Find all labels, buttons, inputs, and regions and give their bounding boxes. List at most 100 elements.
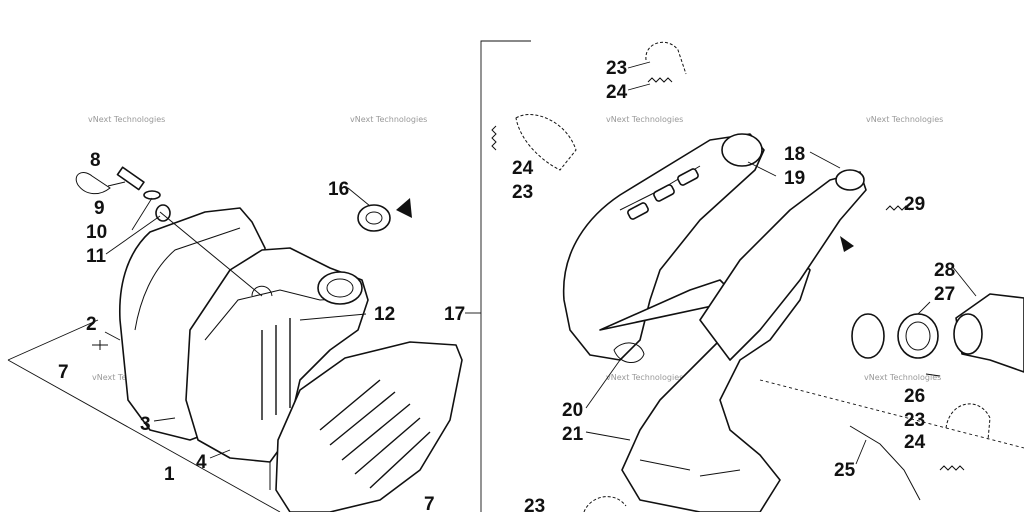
heat-shield — [275, 341, 463, 512]
callout-19: 19 — [784, 168, 805, 189]
strap-23-right — [945, 403, 991, 441]
spring-24-top — [647, 77, 673, 83]
chamber-inlet — [721, 133, 763, 167]
washer-10 — [143, 190, 161, 200]
callout-23-top: 23 — [606, 58, 627, 79]
callouts: 1 2 3 4 7 7 8 9 10 11 12 16 17 18 19 20 … — [58, 58, 955, 512]
decal-20 — [613, 342, 645, 363]
callout-20: 20 — [562, 400, 583, 421]
callout-24-left: 24 — [512, 158, 534, 179]
callout-18: 18 — [784, 144, 805, 165]
leader-12 — [299, 313, 367, 321]
chamber-upper-cone — [562, 133, 765, 361]
leader-27 — [917, 301, 931, 315]
callout-16: 16 — [328, 179, 349, 200]
leader-11 — [105, 215, 161, 255]
stinger-end — [835, 169, 865, 191]
watermark-8: vNext Technologies — [864, 373, 941, 382]
callout-7-bottom: 7 — [424, 494, 435, 512]
leader-21 — [585, 431, 631, 441]
spring-clip-12 — [251, 285, 273, 297]
callout-17: 17 — [444, 304, 465, 325]
strap-23-left — [515, 114, 577, 171]
leader-3 — [153, 417, 176, 422]
callout-24-right: 24 — [904, 432, 926, 453]
watermark-2: vNext Technologies — [350, 115, 427, 124]
heat-shield-slots — [319, 379, 431, 489]
callout-25: 25 — [834, 460, 856, 481]
callout-2: 2 — [86, 314, 97, 335]
outlet-bore — [326, 278, 354, 298]
leader-25 — [855, 439, 867, 465]
leader-24a — [627, 83, 651, 91]
callout-23-left: 23 — [512, 182, 533, 203]
callout-10: 10 — [86, 222, 107, 243]
leader-20 — [585, 359, 621, 409]
bracket-1-top — [7, 319, 99, 361]
callout-23-right: 23 — [904, 410, 925, 431]
cotter-pin-8 — [75, 172, 111, 195]
callout-8: 8 — [90, 150, 101, 171]
callout-4: 4 — [196, 452, 207, 473]
leader-9 — [107, 181, 126, 187]
assembly-brackets — [7, 40, 531, 512]
callout-3: 3 — [140, 414, 151, 435]
spring-24-left — [491, 125, 497, 151]
leader-10 — [131, 197, 153, 231]
temp-sensor-25 — [849, 425, 921, 501]
callout-7-left: 7 — [58, 362, 69, 383]
strap-23-top — [645, 41, 687, 75]
leader-23a — [627, 61, 651, 69]
manifold-port — [953, 313, 983, 355]
callout-9: 9 — [94, 198, 105, 219]
watermark-3: vNext Technologies — [606, 115, 683, 124]
leader-4 — [209, 449, 231, 459]
callout-29: 29 — [904, 194, 925, 215]
spring-24-right — [939, 465, 965, 471]
muffler-assembly — [75, 166, 463, 512]
callout-12: 12 — [374, 304, 395, 325]
callout-26: 26 — [904, 386, 925, 407]
pin-9 — [116, 166, 145, 191]
rivet-7-left — [92, 340, 108, 350]
watermark-7: vNext Technologies — [606, 373, 683, 382]
callout-27: 27 — [934, 284, 955, 305]
callout-23-bottom: 23 — [524, 496, 545, 512]
grommet-16 — [357, 204, 391, 232]
callout-28: 28 — [934, 260, 955, 281]
leader-2 — [104, 331, 121, 341]
callout-21: 21 — [562, 424, 584, 445]
spring-29 — [885, 205, 911, 211]
strap-23-bottom — [583, 496, 627, 512]
mount-rod — [159, 211, 263, 297]
chamber-plate-21 — [639, 459, 741, 477]
bracket-17 — [480, 40, 531, 512]
watermark-1: vNext Technologies — [88, 115, 165, 124]
gasket-bore — [905, 321, 931, 351]
watermark-4: vNext Technologies — [866, 115, 943, 124]
leader-28 — [951, 265, 977, 297]
leader-lines — [104, 61, 977, 465]
bracket-1-diagonal — [7, 359, 281, 512]
arrow-19 — [840, 236, 854, 252]
gasket-27 — [897, 313, 939, 359]
arrow-16 — [396, 198, 412, 218]
callout-24-top: 24 — [606, 82, 628, 103]
expansion-chamber-assembly — [491, 41, 1024, 512]
leader-18 — [809, 151, 841, 169]
callout-1: 1 — [164, 464, 175, 485]
body-ribs — [261, 318, 291, 420]
chamber-slot-1 — [627, 202, 649, 220]
muffler-body — [185, 247, 369, 463]
shell-seam — [134, 227, 241, 331]
alignment-line — [759, 379, 1024, 449]
leader-16 — [347, 187, 371, 207]
leader-26 — [925, 373, 941, 377]
chamber-slot-3 — [677, 168, 699, 186]
muffler-outlet — [317, 271, 363, 305]
grommet-hole — [365, 211, 383, 225]
stinger-pipe — [699, 171, 867, 361]
flange-26 — [851, 313, 885, 359]
callout-11: 11 — [86, 246, 107, 267]
